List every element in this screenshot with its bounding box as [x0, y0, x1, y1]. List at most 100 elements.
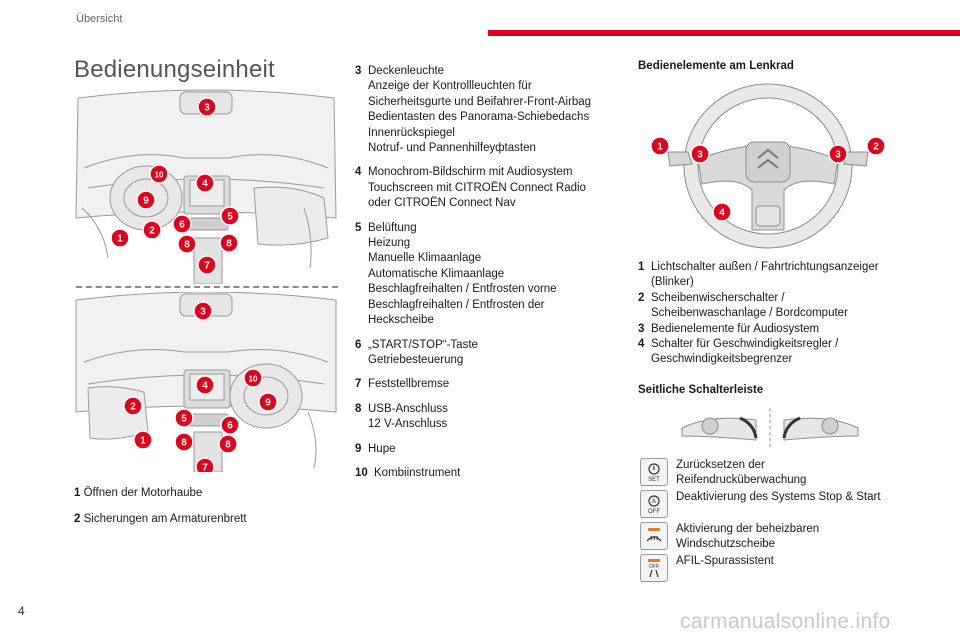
svg-text:5: 5 [227, 212, 233, 223]
svg-text:9: 9 [265, 398, 271, 409]
item-line: Heizung [368, 236, 557, 251]
callout-7: 7 [196, 458, 214, 472]
diagram-separator [76, 286, 338, 288]
page-number: 4 [18, 604, 25, 618]
callout-4: 4 [713, 203, 731, 221]
svg-text:7: 7 [204, 261, 210, 272]
stop-start-off-icon: A OFF [640, 490, 668, 518]
item-line: Notruf- und Pannenhilfeуфtasten [368, 141, 591, 156]
item-text: Sicherungen am Armaturenbrett [84, 513, 247, 525]
list-item: 1 Lichtschalter außen / Fahrtrichtungsan… [638, 260, 918, 291]
item-number: 3 [638, 322, 651, 337]
switch-label-line: Deaktivierung des Systems Stop & Start [676, 490, 881, 505]
callout-4: 4 [196, 376, 214, 394]
svg-text:8: 8 [226, 239, 232, 250]
item-line: Bedienelemente für Audiosystem [651, 322, 819, 337]
heated-windscreen-icon [640, 522, 668, 550]
callout-2: 2 [124, 397, 142, 415]
item-line: 12 V-Anschluss [368, 417, 448, 432]
callout-8: 8 [178, 235, 196, 253]
list-item: 3 Bedienelemente für Audiosystem [638, 322, 918, 337]
svg-text:10: 10 [249, 375, 258, 384]
callout-10: 10 [150, 165, 168, 183]
watermark: carmanualsonline.info [680, 610, 891, 634]
svg-text:SET: SET [648, 477, 660, 483]
item-number: 7 [355, 377, 368, 392]
switch-row-stop-start: A OFF Deaktivierung des Systems Stop & S… [640, 490, 881, 518]
callout-1: 1 [651, 137, 669, 155]
item-line: USB-Anschluss [368, 402, 448, 417]
item-line: Schalter für Geschwindigkeitsregler / [651, 337, 838, 352]
svg-text:7: 7 [202, 463, 208, 473]
callout-8: 8 [175, 433, 193, 451]
callout-6: 6 [221, 416, 239, 434]
callout-1: 1 [111, 229, 129, 247]
callout-2: 2 [867, 137, 885, 155]
item-number: 9 [355, 442, 368, 457]
item-line: Belüftung [368, 221, 557, 236]
svg-text:2: 2 [130, 402, 136, 413]
side-switch-illustration [680, 406, 860, 448]
svg-text:OFF: OFF [649, 564, 659, 570]
list-item: 10 Kombiinstrument [355, 466, 615, 481]
switch-label-line: Zurücksetzen der [676, 458, 806, 473]
item-number: 4 [355, 165, 368, 211]
item-line: Anzeige der Kontrollleuchten für [368, 79, 591, 94]
middle-legend-list: 3 Deckenleuchte Anzeige der Kontrollleuc… [355, 64, 615, 490]
list-item: 1 Öffnen der Motorhaube [74, 486, 344, 501]
svg-text:1: 1 [117, 234, 123, 245]
svg-text:3: 3 [204, 103, 210, 114]
item-line: (Blinker) [651, 275, 879, 290]
svg-text:3: 3 [200, 307, 206, 318]
callout-7: 7 [198, 256, 216, 274]
switch-row-tpms: SET Zurücksetzen der Reifendrucküberwach… [640, 458, 806, 489]
svg-text:4: 4 [719, 208, 725, 219]
item-number: 8 [355, 402, 368, 433]
svg-text:8: 8 [225, 440, 231, 451]
item-line: Touchscreen mit CITROËN Connect Radio [368, 181, 586, 196]
callout-9: 9 [137, 191, 155, 209]
page-title: Bedienungseinheit [74, 56, 275, 84]
callout-5: 5 [221, 207, 239, 225]
svg-text:OFF: OFF [648, 509, 660, 515]
svg-text:A: A [652, 499, 656, 505]
switch-label-line: Windschutzscheibe [676, 537, 819, 552]
callout-2: 2 [143, 221, 161, 239]
svg-text:10: 10 [155, 171, 164, 180]
item-number: 4 [638, 337, 651, 368]
svg-text:3: 3 [835, 150, 841, 161]
switch-label-line: AFIL-Spurassistent [676, 554, 774, 569]
svg-text:1: 1 [140, 436, 146, 447]
callout-3: 3 [194, 302, 212, 320]
item-line: Hupe [368, 442, 396, 457]
callout-5: 5 [175, 409, 193, 427]
item-line: Innenrückspiegel [368, 126, 591, 141]
item-number: 1 [74, 487, 80, 499]
item-line: Sicherheitsgurte und Beifahrer-Front-Air… [368, 95, 591, 110]
svg-text:2: 2 [149, 226, 155, 237]
switch-label-line: Reifendrucküberwachung [676, 473, 806, 488]
callout-4: 4 [196, 174, 214, 192]
item-line: Automatische Klimaanlage [368, 267, 557, 282]
dashboard-diagram-bottom: 3 10 4 9 2 5 6 1 8 8 7 [74, 292, 338, 472]
tpms-set-icon: SET [640, 458, 668, 486]
svg-text:3: 3 [697, 150, 703, 161]
item-number: 3 [355, 64, 368, 156]
item-text: Öffnen der Motorhaube [84, 487, 203, 499]
list-item: 8 USB-Anschluss 12 V-Anschluss [355, 402, 615, 433]
list-item: 4 Schalter für Geschwindigkeitsregler / … [638, 337, 918, 368]
callout-9: 9 [259, 393, 277, 411]
item-line: Beschlagfreihalten / Entfrosten vorne [368, 282, 557, 297]
list-item: 9 Hupe [355, 442, 615, 457]
callout-3: 3 [829, 145, 847, 163]
item-line: Manuelle Klimaanlage [368, 251, 557, 266]
svg-text:4: 4 [202, 179, 208, 190]
list-item: 6 „START/STOP“-Taste Getriebesteuerung [355, 338, 615, 369]
item-line: Lichtschalter außen / Fahrtrichtungsanze… [651, 260, 879, 275]
steering-wheel-diagram: 1 3 3 2 4 [648, 80, 888, 252]
item-line: Feststellbremse [368, 377, 449, 392]
item-line: Scheibenwischerschalter / [651, 291, 848, 306]
list-item: 2 Sicherungen am Armaturenbrett [74, 512, 344, 527]
list-item: 2 Scheibenwischerschalter / Scheibenwasc… [638, 291, 918, 322]
